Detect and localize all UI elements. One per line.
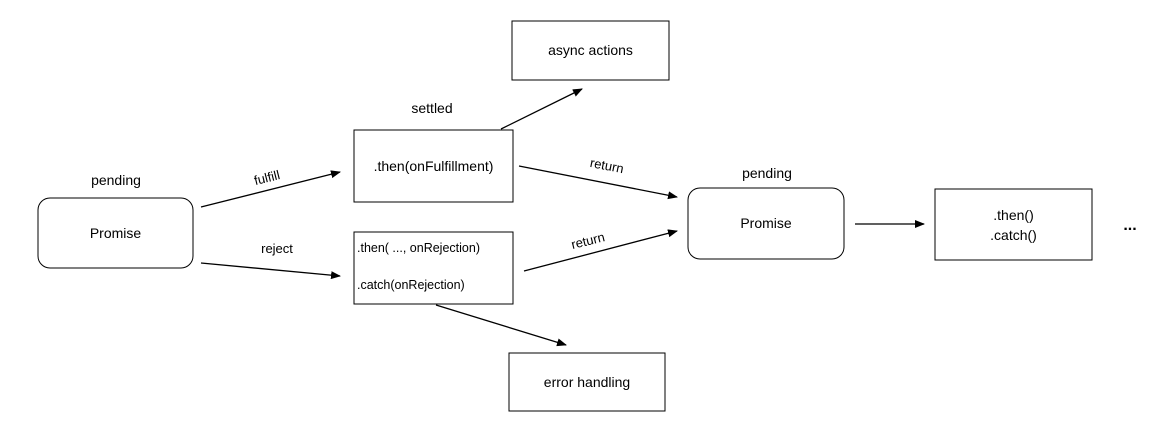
edge-label-return-bottom: return [570, 229, 607, 252]
continuation-ellipsis: ... [1123, 217, 1136, 234]
then-catch-box [934, 188, 1093, 261]
edge-to-async-actions [500, 88, 583, 130]
edge-to-error-handling [435, 304, 567, 347]
state-label-pending-left: pending [91, 172, 141, 188]
catch-call-label: .catch() [990, 227, 1037, 243]
rejection-handlers-node: .then( ..., onRejection) .catch(onReject… [353, 231, 514, 305]
async-actions-node: async actions [511, 20, 670, 81]
promise-node-right-box [687, 187, 845, 260]
promise-node-left-box [37, 197, 194, 269]
promise-node-left-label: Promise [90, 225, 142, 241]
async-actions-label: async actions [548, 42, 633, 58]
then-fulfillment-node: .then(onFulfillment) [353, 129, 514, 203]
then-catch-node: .then() .catch() [934, 188, 1093, 261]
then-fulfillment-box [353, 129, 514, 203]
promise-node-right: Promise [687, 187, 845, 260]
async-actions-box [511, 20, 670, 81]
edge-label-fulfill: fulfill [252, 167, 281, 188]
edge-fulfill [200, 170, 341, 208]
state-label-settled: settled [411, 100, 452, 116]
state-label-pending-right: pending [742, 165, 792, 181]
edge-label-reject: reject [261, 241, 293, 256]
promise-node-right-label: Promise [740, 215, 792, 231]
error-handling-box [508, 352, 666, 412]
rejection-handlers-box [353, 231, 514, 305]
edge-reject [200, 262, 341, 280]
then-rejection-label: .then( ..., onRejection) [357, 241, 480, 255]
edge-return-top [518, 165, 678, 200]
error-handling-node: error handling [508, 352, 666, 412]
edge-label-return-top: return [589, 155, 625, 176]
catch-rejection-label: .catch(onRejection) [357, 278, 465, 292]
error-handling-label: error handling [544, 374, 630, 390]
edge-return-bottom [523, 229, 678, 272]
then-call-label: .then() [993, 207, 1033, 223]
promise-node-left: Promise [37, 197, 194, 269]
then-fulfillment-label: .then(onFulfillment) [374, 158, 494, 174]
